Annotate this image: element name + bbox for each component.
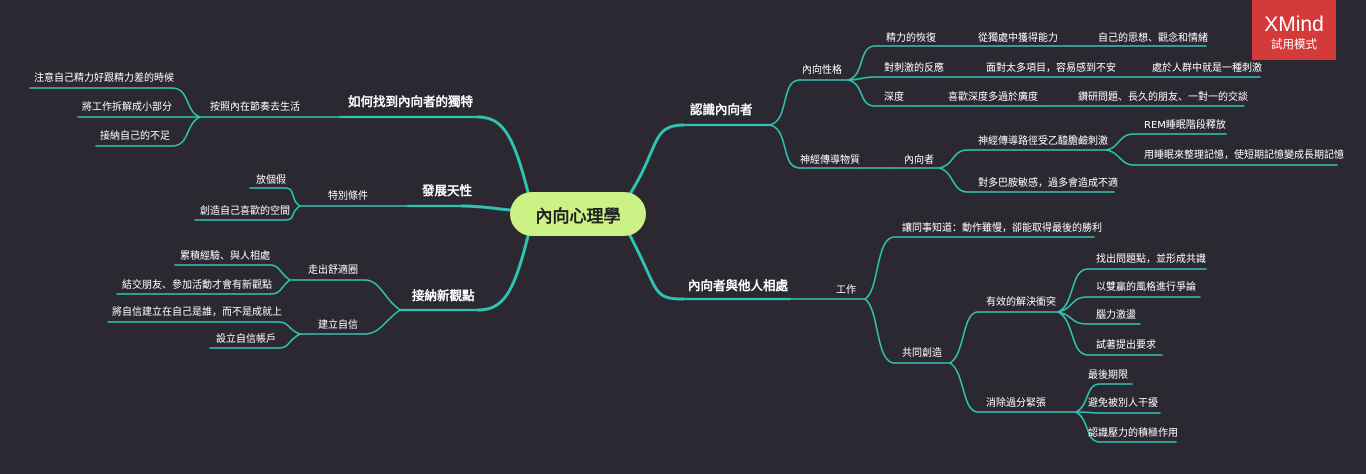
node-depth-1[interactable]: 喜歡深度多過於廣度 (948, 92, 1038, 103)
node-special-1[interactable]: 放個假 (256, 175, 286, 186)
connector-recognize (624, 123, 685, 202)
node-depth-2[interactable]: 鑽研問題、長久的朋友、一對一的交談 (1078, 92, 1248, 103)
node-neuro[interactable]: 神經傳導物質 (800, 155, 860, 166)
central-topic[interactable]: 內向心理學 (510, 192, 646, 236)
node-resolve-1[interactable]: 找出問題點，並形成共識 (1096, 254, 1206, 265)
connector-accept (476, 226, 532, 312)
node-energy-2[interactable]: 自己的思想、觀念和情緒 (1098, 33, 1208, 44)
node-neuro-1b[interactable]: 用睡眠來整理記憶，使短期記憶變成長期記憶 (1144, 150, 1344, 161)
topic-accept[interactable]: 接納新觀點 (412, 288, 475, 303)
node-rhythm-1[interactable]: 注意自己精力好跟精力差的時候 (34, 73, 174, 84)
node-personality[interactable]: 內向性格 (802, 65, 842, 76)
node-neuro-1[interactable]: 神經傳導路徑受乙醯膽鹼刺激 (978, 136, 1108, 147)
node-confidence-1[interactable]: 將自信建立在自己是誰，而不是成就上 (112, 307, 282, 318)
topic-getalong[interactable]: 內向者與他人相處 (688, 278, 789, 293)
node-resolve-2[interactable]: 以雙贏的風格進行爭論 (1096, 282, 1196, 293)
node-rhythm-3[interactable]: 接納自己的不足 (100, 131, 170, 142)
node-stimulus-2[interactable]: 處於人群中就是一種刺激 (1152, 63, 1262, 74)
node-work-1[interactable]: 讓同事知道：動作雖慢，卻能取得最後的勝利 (902, 223, 1102, 234)
connector-unique (476, 115, 532, 202)
node-stimulus[interactable]: 對刺激的反應 (884, 63, 944, 74)
node-neuro-2[interactable]: 對多巴胺敏感，過多會造成不適 (978, 178, 1118, 189)
connector-nature (460, 204, 512, 212)
topic-unique[interactable]: 如何找到內向者的獨特 (348, 94, 474, 109)
xmind-logo: XMind (1264, 13, 1324, 36)
node-relieve-2[interactable]: 避免被別人干擾 (1088, 398, 1158, 409)
node-relieve-1[interactable]: 最後期限 (1088, 370, 1128, 381)
connector-getalong (624, 226, 685, 301)
node-cocreate[interactable]: 共同創造 (902, 348, 942, 359)
topic-recognize[interactable]: 認識內向者 (690, 102, 753, 117)
node-neuro-1a[interactable]: REM睡眠階段釋放 (1144, 120, 1226, 131)
trial-mode-label: 試用模式 (1271, 37, 1317, 51)
xmind-trial-watermark: XMind 試用模式 (1252, 0, 1336, 60)
node-work[interactable]: 工作 (836, 285, 856, 296)
node-rhythm[interactable]: 按照內在節奏去生活 (210, 102, 300, 113)
node-confidence-2[interactable]: 設立自信帳戶 (216, 334, 276, 345)
node-energy-1[interactable]: 從獨處中獲得能力 (978, 33, 1058, 44)
node-stimulus-1[interactable]: 面對太多項目，容易感到不安 (986, 63, 1116, 74)
node-resolve[interactable]: 有效的解決衝突 (986, 297, 1056, 308)
topic-nature[interactable]: 發展天性 (422, 183, 473, 198)
node-relieve-3[interactable]: 認識壓力的積極作用 (1088, 428, 1178, 439)
node-rhythm-2[interactable]: 將工作拆解成小部分 (82, 102, 172, 113)
node-relieve[interactable]: 消除過分緊張 (986, 398, 1046, 409)
node-confidence[interactable]: 建立自信 (318, 320, 358, 331)
node-special[interactable]: 特別條件 (328, 191, 368, 202)
node-resolve-4[interactable]: 試著提出要求 (1096, 340, 1156, 351)
node-depth[interactable]: 深度 (884, 92, 904, 103)
node-comfort-2[interactable]: 結交朋友、參加活動才會有新觀點 (122, 280, 272, 291)
node-resolve-3[interactable]: 腦力激盪 (1096, 310, 1136, 321)
node-introvert[interactable]: 內向者 (904, 155, 934, 166)
node-comfort-1[interactable]: 累積經驗、與人相處 (180, 251, 270, 262)
node-comfort[interactable]: 走出舒適圈 (308, 265, 358, 276)
node-special-2[interactable]: 創造自己喜歡的空間 (200, 206, 290, 217)
node-energy[interactable]: 精力的恢復 (886, 33, 936, 44)
